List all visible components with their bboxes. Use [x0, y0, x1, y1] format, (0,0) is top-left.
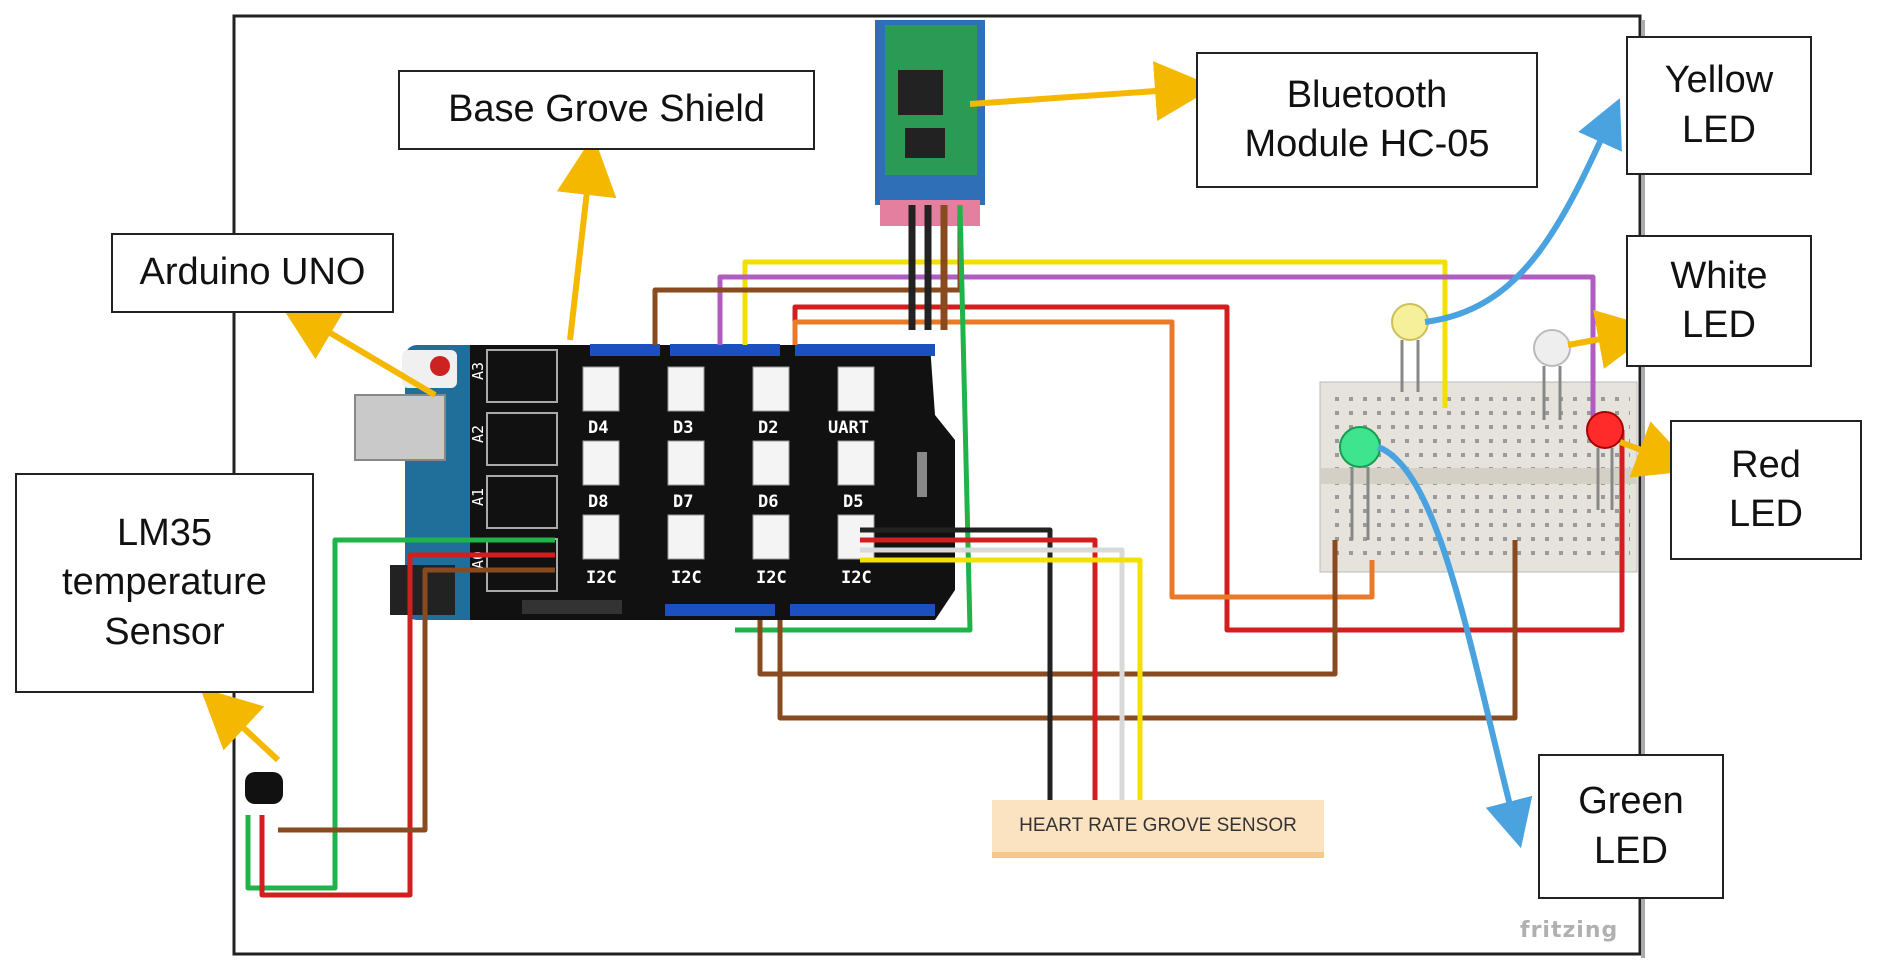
port-label-a2: A2	[469, 425, 487, 443]
grove-connectors	[582, 366, 875, 560]
label-base-grove-shield: Base Grove Shield	[398, 70, 815, 150]
port-label-d7: D7	[673, 492, 693, 512]
port-label-d3: D3	[673, 418, 693, 438]
led-components	[1339, 303, 1624, 540]
lm35-sensor	[245, 772, 283, 804]
label-arduino-uno: Arduino UNO	[111, 233, 394, 313]
port-label-i2c-4: I2C	[841, 568, 872, 588]
arrow-to-lm35	[200, 687, 281, 763]
arrow-to-white-led	[1567, 309, 1658, 369]
port-label-d5: D5	[843, 492, 863, 512]
port-label-uart: UART	[828, 418, 869, 438]
wires	[245, 204, 1625, 898]
white-led	[1533, 329, 1571, 420]
port-label-d6: D6	[758, 492, 778, 512]
label-green-led: Green LED	[1538, 754, 1724, 899]
led-arrows	[1376, 98, 1622, 849]
arrow-to-arduino	[279, 302, 437, 398]
port-label-a3: A3	[469, 362, 487, 380]
bluetooth-module	[875, 20, 985, 226]
label-lm35-sensor: LM35 temperature Sensor	[15, 473, 314, 693]
fritzing-watermark: fritzing	[1520, 918, 1619, 943]
pointer-arrows	[200, 61, 1697, 763]
port-label-i2c-1: I2C	[586, 568, 617, 588]
label-white-led: White LED	[1626, 235, 1812, 367]
label-yellow-led: Yellow LED	[1626, 36, 1812, 175]
yellow-led	[1391, 303, 1429, 392]
port-label-i2c-2: I2C	[671, 568, 702, 588]
arrow-to-bluetooth	[969, 61, 1215, 122]
label-heart-rate-sensor: HEART RATE GROVE SENSOR	[992, 800, 1324, 858]
arrow-to-green-led	[1376, 444, 1533, 849]
label-bluetooth-module: Bluetooth Module HC-05	[1196, 52, 1538, 188]
arrow-to-shield	[556, 135, 617, 341]
arrow-to-red-led	[1618, 421, 1697, 478]
port-label-a1: A1	[469, 488, 487, 506]
port-label-i2c-3: I2C	[756, 568, 787, 588]
port-label-d2: D2	[758, 418, 778, 438]
analog-ports: A3 A2 A1 A0	[469, 349, 558, 592]
breadboard	[1319, 381, 1638, 573]
red-led	[1586, 411, 1624, 510]
port-label-d8: D8	[588, 492, 608, 512]
label-red-led: Red LED	[1670, 420, 1862, 560]
port-label-d4: D4	[588, 418, 608, 438]
arrow-to-yellow-led	[1424, 98, 1622, 325]
